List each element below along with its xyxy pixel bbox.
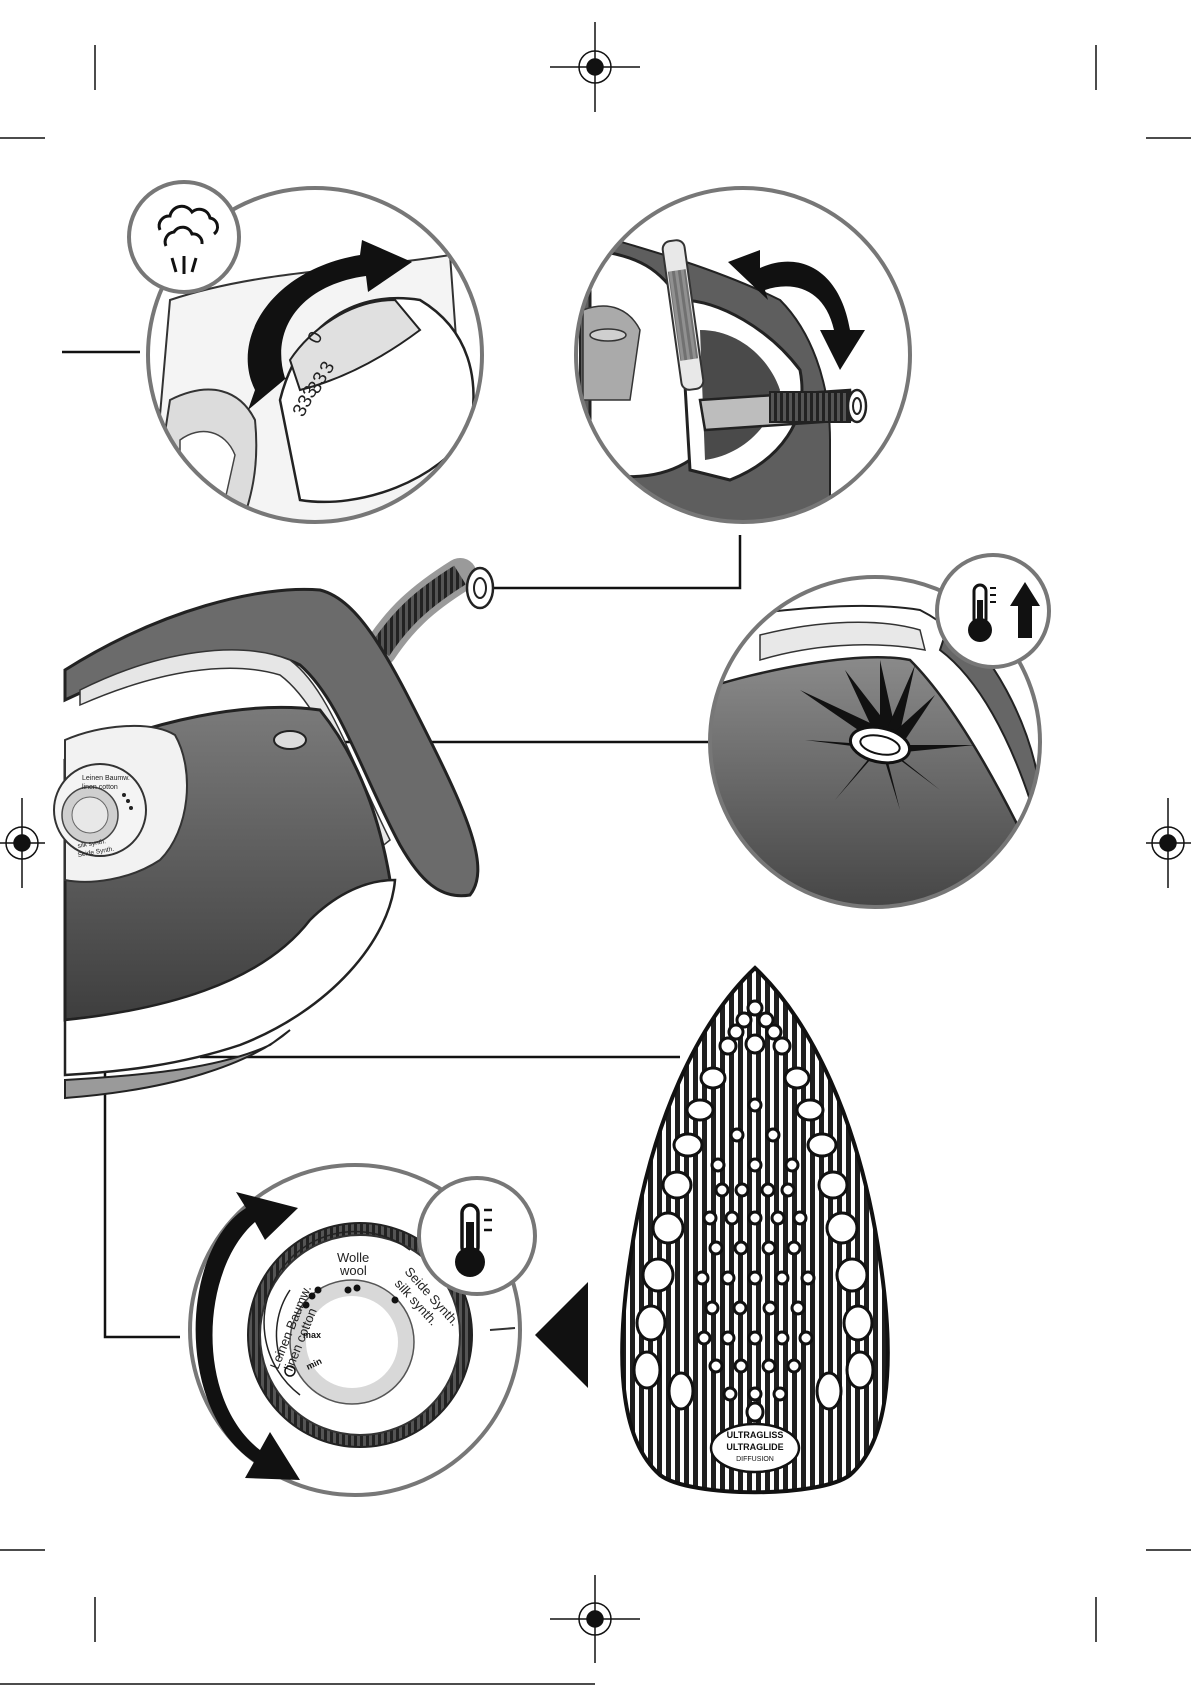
registration-mark-bottom xyxy=(550,1575,640,1663)
indicator-light-callout xyxy=(700,555,1049,910)
registration-mark-right xyxy=(1146,798,1191,888)
brand-line-diffusion: DIFFUSION xyxy=(736,1456,774,1463)
pointer-triangle xyxy=(535,1282,588,1388)
wool-label-en: wool xyxy=(339,1263,367,1278)
thermostat-dial-callout: Wolle wool Seide Synth. silk synth. Lein… xyxy=(190,1165,535,1495)
iron-main-illustration: Leinen Baumw. linen cotton silk synth. S… xyxy=(54,568,493,1098)
brand-line-ultragliss: ULTRAGLISS xyxy=(727,1430,784,1440)
registration-mark-top xyxy=(550,22,640,112)
brand-line-ultraglide: ULTRAGLIDE xyxy=(726,1442,783,1452)
registration-mark-left xyxy=(0,798,45,888)
cord-pivot-callout xyxy=(576,188,910,530)
soleplate-illustration: ULTRAGLISS ULTRAGLIDE DIFFUSION xyxy=(622,968,888,1492)
small-dial-linen-en: linen cotton xyxy=(82,784,118,791)
max-label: max xyxy=(303,1330,321,1340)
small-dial-linen-label: Leinen Baumw. xyxy=(82,775,130,782)
steam-dial-callout: 0 3 33 333 xyxy=(129,182,482,530)
